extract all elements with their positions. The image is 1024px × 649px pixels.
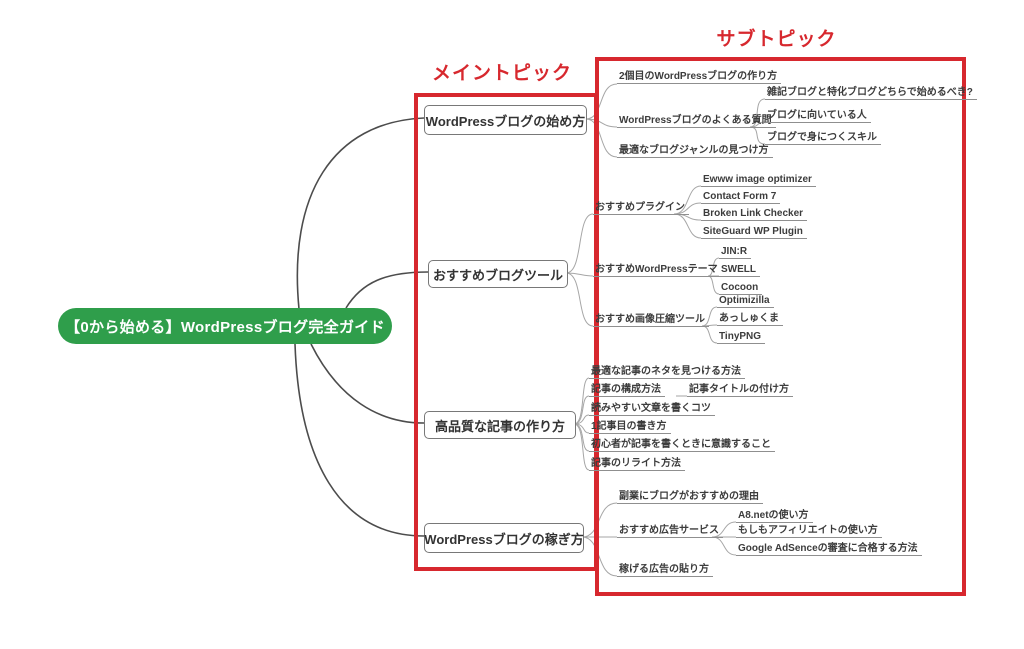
subtopics-caption: サブトピック <box>716 29 837 50</box>
subtopic-node: SWELL <box>719 264 760 277</box>
subtopic-node: Ewww image optimizer <box>701 174 816 187</box>
subtopic-node: Google AdSenceの審査に合格する方法 <box>736 543 922 556</box>
subtopic-node: Contact Form 7 <box>701 191 781 204</box>
subtopic-node: 記事の構成方法 <box>589 384 665 397</box>
subtopic-node: 最適なブログジャンルの見つけ方 <box>617 145 773 158</box>
main-topic-wordpress-start: WordPressブログの始め方 <box>424 105 587 135</box>
subtopic-node: A8.netの使い方 <box>736 510 813 523</box>
main-topic-blog-tools: おすすめブログツール <box>428 260 568 288</box>
subtopic-node: おすすめ広告サービス <box>617 525 723 538</box>
subtopic-node: 読みやすい文章を書くコツ <box>589 403 715 416</box>
subtopic-node: 稼げる広告の貼り方 <box>617 564 713 577</box>
main-topics-caption: メイントピック <box>431 63 572 84</box>
subtopic-node: 副業にブログがおすすめの理由 <box>617 491 763 504</box>
subtopic-node: TinyPNG <box>717 331 766 344</box>
subtopic-node: もしもアフィリエイトの使い方 <box>736 525 882 538</box>
subtopic-node: Optimizilla <box>717 295 774 308</box>
subtopic-node: 初心者が記事を書くときに意識すること <box>589 439 775 452</box>
subtopic-node: ブログに向いている人 <box>765 110 871 123</box>
subtopic-node: 最適な記事のネタを見つける方法 <box>589 366 745 379</box>
subtopic-node: Cocoon <box>719 282 763 295</box>
subtopic-node: 1記事目の書き方 <box>589 421 671 434</box>
subtopic-node: おすすめ画像圧縮ツール <box>593 314 709 327</box>
main-topic-monetize: WordPressブログの稼ぎ方 <box>424 523 584 553</box>
subtopic-node: おすすめプラグイン <box>593 202 689 215</box>
subtopic-node: あっしゅくま <box>717 313 783 326</box>
subtopic-node: 記事のリライト方法 <box>589 458 685 471</box>
subtopic-node: SiteGuard WP Plugin <box>701 226 807 239</box>
subtopic-node: 2個目のWordPressブログの作り方 <box>617 71 782 84</box>
subtopic-node: JIN:R <box>719 246 752 259</box>
subtopic-node: 雑記ブログと特化ブログどちらで始めるべき? <box>765 87 977 100</box>
main-topics-frame <box>414 93 598 571</box>
subtopic-node: Broken Link Checker <box>701 208 808 221</box>
subtopic-node: 記事タイトルの付け方 <box>687 384 793 397</box>
root-topic: 【0から始める】WordPressブログ完全ガイド <box>58 308 392 344</box>
subtopic-node: WordPressブログのよくある質問 <box>617 115 776 128</box>
subtopic-node: ブログで身につくスキル <box>765 132 881 145</box>
main-topic-article-quality: 高品質な記事の作り方 <box>424 411 576 439</box>
subtopic-node: おすすめWordPressテーマ <box>593 264 722 277</box>
